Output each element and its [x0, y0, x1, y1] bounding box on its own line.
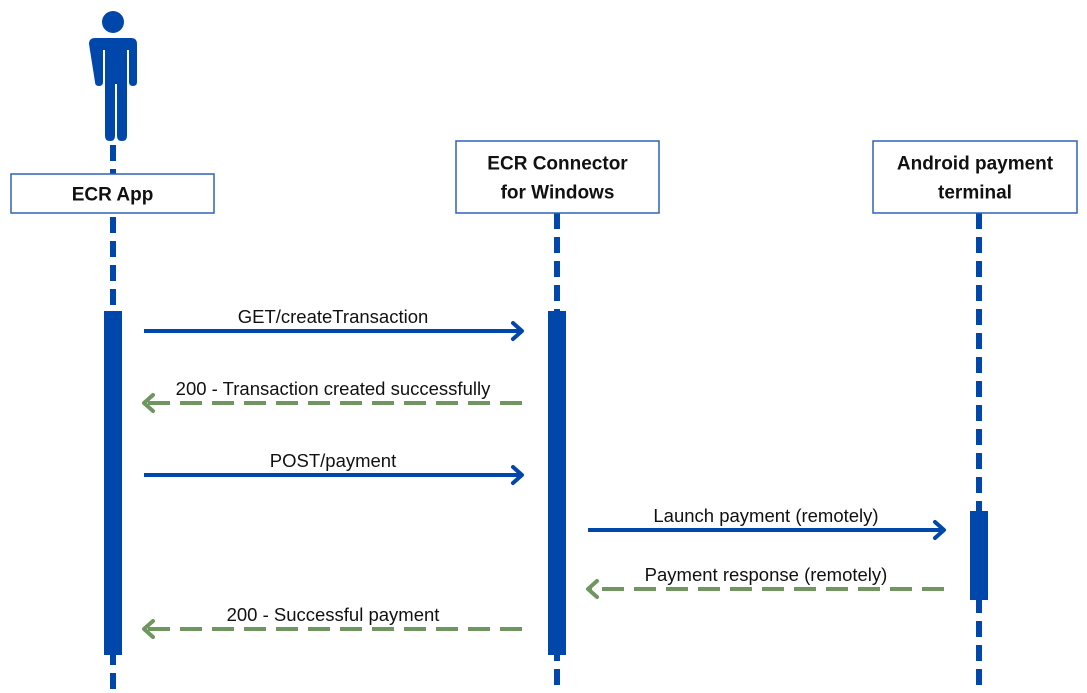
- person-icon: [89, 11, 137, 141]
- message-label: GET/createTransaction: [238, 306, 429, 327]
- messages: GET/createTransaction 200 - Transaction c…: [142, 306, 946, 639]
- arrowhead-icon: [142, 393, 155, 413]
- activation-bars: [104, 311, 988, 655]
- participant-label: ECR Connector: [487, 154, 628, 175]
- participant-label: terminal: [938, 183, 1012, 204]
- arrowhead-icon: [511, 465, 524, 485]
- participant-box: [10, 173, 215, 214]
- message-label: 200 - Successful payment: [227, 604, 440, 625]
- message-launch-payment-remotely: Launch payment (remotely): [588, 505, 946, 540]
- participant-ecr-app: ECR App: [10, 173, 215, 214]
- arrowhead-icon: [586, 579, 599, 599]
- participant-label: Android payment: [897, 154, 1054, 175]
- message-payment-response-remotely: Payment response (remotely): [586, 564, 944, 599]
- message-post-payment: POST/payment: [144, 450, 524, 485]
- participants: ECR App ECR Connector for Windows Android p…: [10, 140, 1078, 214]
- message-get-createtransaction: GET/createTransaction: [144, 306, 524, 341]
- activation-bar-ecr-app: [104, 311, 122, 655]
- participant-label: ECR App: [72, 185, 154, 206]
- participant-box: [872, 140, 1078, 214]
- activation-bar-android-terminal: [970, 511, 988, 600]
- person-body: [89, 38, 137, 141]
- arrowhead-icon: [511, 321, 524, 341]
- message-200-successful-payment: 200 - Successful payment: [142, 604, 522, 639]
- message-label: Launch payment (remotely): [653, 505, 878, 526]
- person-head: [102, 11, 124, 33]
- activation-bar-ecr-connector: [548, 311, 566, 655]
- participant-box: [455, 140, 660, 214]
- message-200-transaction-created-successfully: 200 - Transaction created successfully: [142, 378, 522, 413]
- arrowhead-icon: [933, 520, 946, 540]
- participant-android-terminal: Android payment terminal: [872, 140, 1078, 214]
- message-label: POST/payment: [270, 450, 396, 471]
- participant-label: for Windows: [501, 183, 615, 204]
- arrowhead-icon: [142, 619, 155, 639]
- message-label: Payment response (remotely): [645, 564, 888, 585]
- participant-ecr-connector: ECR Connector for Windows: [455, 140, 660, 214]
- message-label: 200 - Transaction created successfully: [176, 378, 491, 399]
